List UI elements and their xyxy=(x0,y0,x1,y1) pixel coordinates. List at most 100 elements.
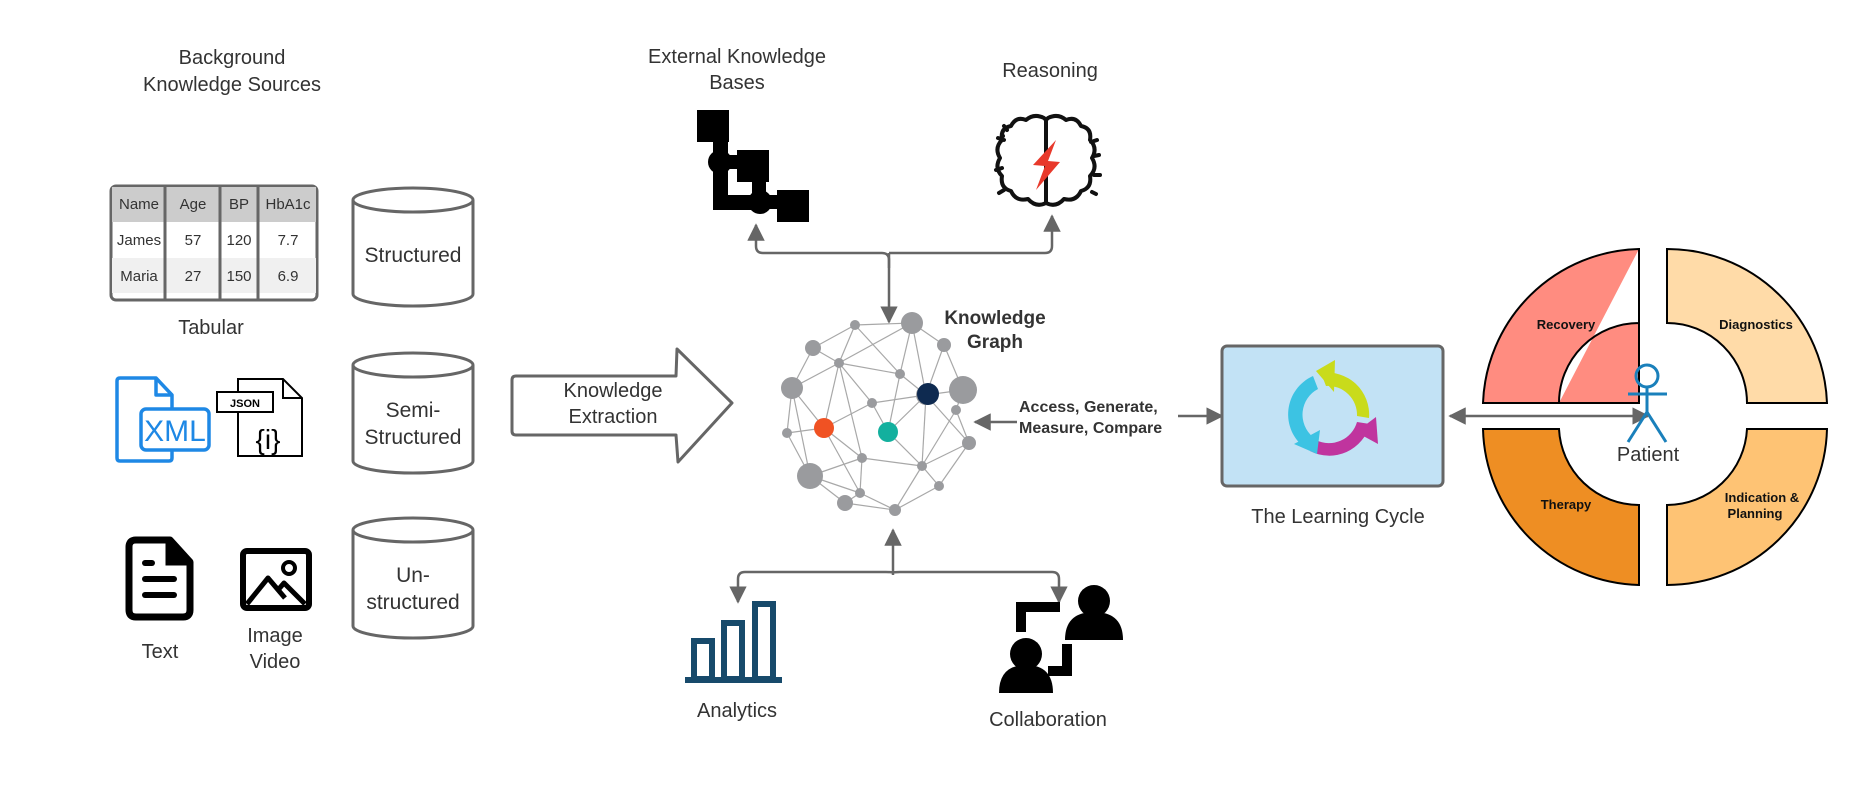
graph-edge xyxy=(921,394,927,467)
svg-text:Semi-: Semi- xyxy=(386,399,441,422)
collaboration-label: Collaboration xyxy=(989,709,1107,731)
svg-text:Structured: Structured xyxy=(365,426,462,449)
graph-node xyxy=(901,312,923,334)
image-icon xyxy=(240,548,312,611)
graph-node xyxy=(962,436,976,450)
knowledge-graph-label-2: Graph xyxy=(967,332,1023,353)
graph-edge xyxy=(911,322,927,396)
graph-node xyxy=(782,428,792,438)
patient-stick-figure-icon xyxy=(1626,363,1668,443)
background-sources-title: Background Knowledge Sources xyxy=(143,47,321,96)
xml-file-icon: XML xyxy=(115,376,211,463)
graph-node xyxy=(878,422,898,442)
external-kb-label: External Knowledge xyxy=(648,46,826,68)
analytics-label: Analytics xyxy=(697,700,777,722)
table-cell: Maria xyxy=(120,268,158,285)
graph-node xyxy=(937,338,951,352)
table-cell: 7.7 xyxy=(278,232,299,249)
json-file-icon: JSON {i} xyxy=(216,378,303,457)
table-cell: 150 xyxy=(226,268,251,285)
svg-text:JSON: JSON xyxy=(230,398,260,410)
graph-edge xyxy=(861,457,923,467)
knowledge-graph-network xyxy=(781,312,977,516)
svg-text:Un-: Un- xyxy=(396,564,430,587)
learning-cycle-label: The Learning Cycle xyxy=(1251,506,1424,528)
graph-edge xyxy=(844,502,896,511)
segment-indication-label: Indication & xyxy=(1725,490,1799,505)
graph-node xyxy=(805,340,821,356)
tabular-caption: Tabular xyxy=(178,317,244,339)
graph-node xyxy=(867,398,877,408)
table-cell: James xyxy=(117,232,161,249)
graph-node xyxy=(857,453,867,463)
segment-recovery-label: Recovery xyxy=(1537,317,1596,332)
graph-node xyxy=(917,461,927,471)
connector-to-reasoning xyxy=(889,214,1061,255)
svg-text:XML: XML xyxy=(144,415,206,448)
table-header: BP xyxy=(229,196,249,213)
text-label: Text xyxy=(142,641,179,663)
graph-node xyxy=(889,504,901,516)
svg-text:Knowledge Sources: Knowledge Sources xyxy=(143,74,321,96)
knowledge-graph-label: Knowledge xyxy=(944,308,1045,329)
graph-edge xyxy=(823,427,861,494)
structured-store: Structured xyxy=(351,186,475,308)
graph-edge xyxy=(823,362,840,429)
reasoning-label: Reasoning xyxy=(1002,60,1098,82)
svg-text:structured: structured xyxy=(366,591,459,614)
connector-to-external-kb xyxy=(747,223,891,268)
graph-edge xyxy=(854,324,901,375)
graph-node xyxy=(951,405,961,415)
external-kb-label-2: Bases xyxy=(709,72,765,94)
analytics-bar-chart-icon xyxy=(685,601,782,683)
svg-text:{i}: {i} xyxy=(256,424,281,455)
graph-node xyxy=(917,383,939,405)
graph-edge xyxy=(921,442,970,467)
segment-diagnostics-label: Diagnostics xyxy=(1719,317,1793,332)
graph-node xyxy=(934,481,944,491)
graph-node xyxy=(781,377,803,399)
graph-node xyxy=(834,358,844,368)
unstructured-store: Un- structured xyxy=(351,516,475,640)
learning-cycle-box xyxy=(1220,344,1445,488)
segment-planning-label: Planning xyxy=(1728,506,1783,521)
image-label: Image xyxy=(247,625,303,647)
collaboration-people-icon xyxy=(999,585,1123,693)
svg-text:Extraction: Extraction xyxy=(569,406,658,428)
graph-edge xyxy=(838,322,913,364)
patient-label: Patient xyxy=(1617,444,1680,466)
svg-text:Structured: Structured xyxy=(365,244,462,267)
graph-edge xyxy=(894,465,923,511)
graph-node xyxy=(949,376,977,404)
graph-edge xyxy=(859,492,896,511)
table-header: Name xyxy=(119,196,159,213)
graph-node xyxy=(895,369,905,379)
hierarchy-tree-icon xyxy=(697,110,809,222)
graph-edge xyxy=(838,362,873,404)
graph-node xyxy=(850,320,860,330)
segment-therapy-label: Therapy xyxy=(1541,497,1592,512)
video-label: Video xyxy=(250,651,301,673)
graph-edge xyxy=(838,362,863,459)
graph-node xyxy=(855,488,865,498)
graph-node xyxy=(797,463,823,489)
connector-to-collaboration xyxy=(891,570,1068,604)
table-cell: 57 xyxy=(185,232,202,249)
table-header: Age xyxy=(180,196,207,213)
patient-cycle: Recovery Diagnostics Therapy Indication … xyxy=(1481,247,1829,587)
graph-edge xyxy=(859,457,863,494)
table-cell: 27 xyxy=(185,268,202,285)
table-cell: 120 xyxy=(226,232,251,249)
table-cell: 6.9 xyxy=(278,268,299,285)
text-document-icon xyxy=(125,536,194,621)
access-label: Access, Generate, xyxy=(1019,399,1158,416)
svg-text:Background: Background xyxy=(179,47,286,69)
graph-edge xyxy=(838,362,901,375)
graph-edge xyxy=(938,442,970,487)
semi-structured-store: Semi- Structured xyxy=(351,351,475,475)
graph-edge xyxy=(894,485,940,511)
cycle-arrows-icon xyxy=(1288,360,1378,456)
svg-text:Knowledge: Knowledge xyxy=(564,380,663,402)
graph-edge xyxy=(838,324,856,364)
